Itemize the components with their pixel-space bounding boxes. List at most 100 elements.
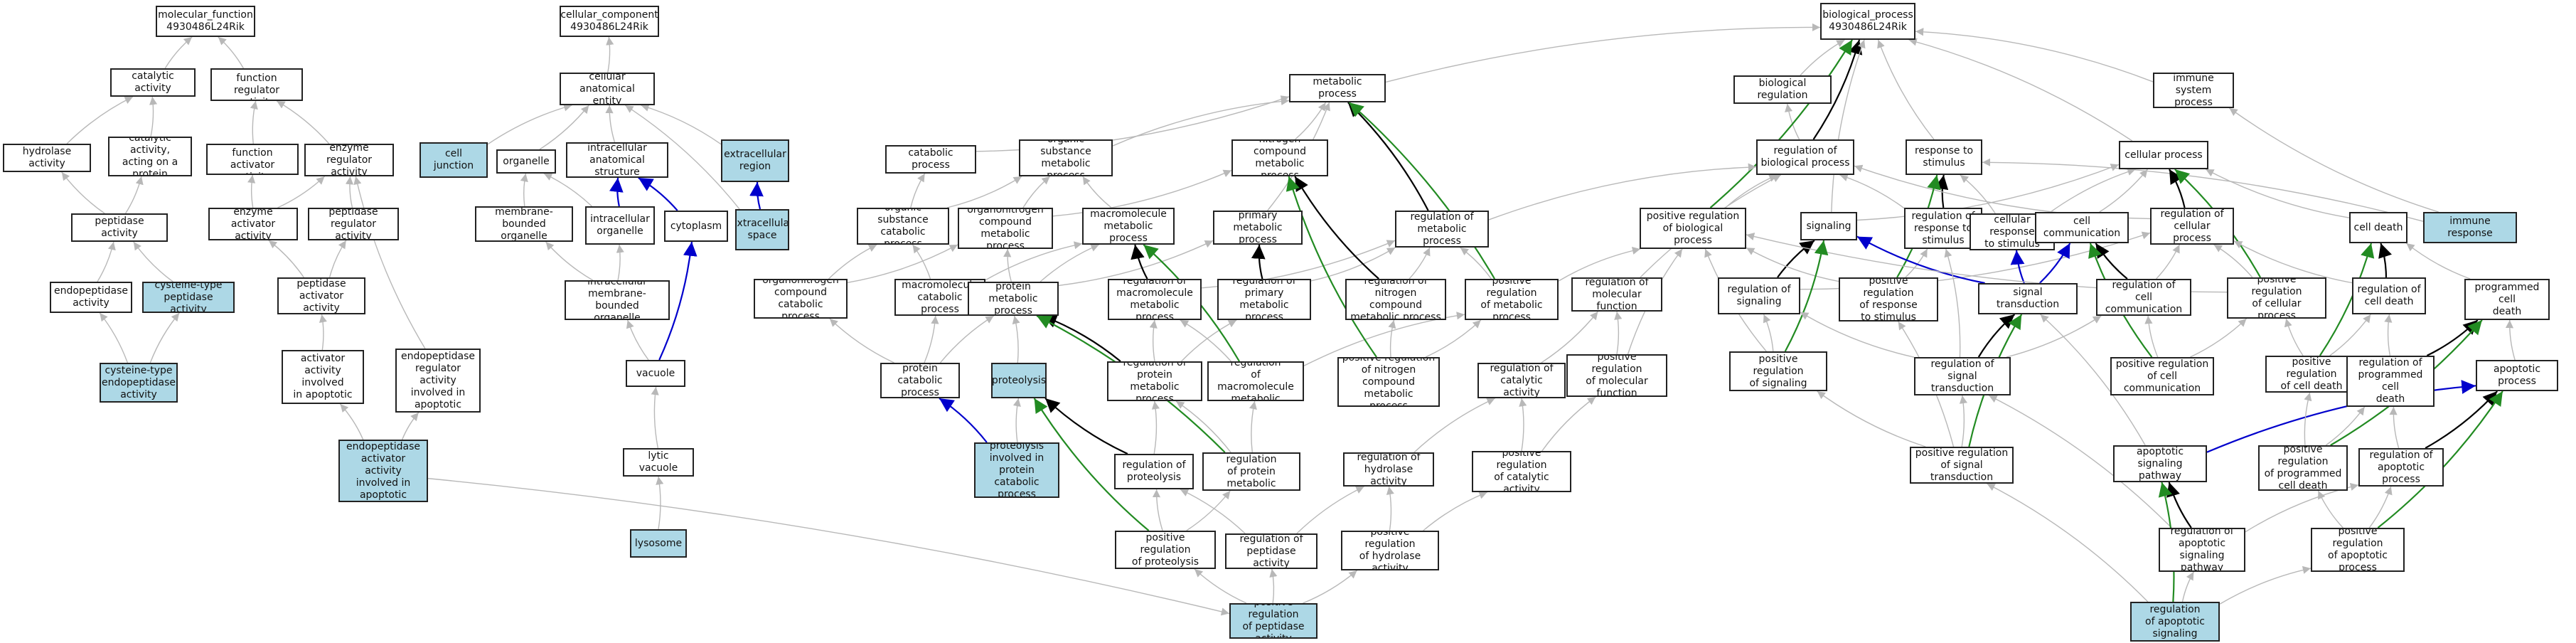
edge-mfact-mfreg bbox=[250, 100, 258, 144]
edge-hyd-cat bbox=[66, 96, 134, 144]
node-cp: cellular process bbox=[2119, 141, 2208, 169]
node-exs: extracellular space bbox=[735, 209, 789, 250]
edge-regcatact-regmf bbox=[1541, 311, 1598, 363]
edge-imbo-mbo bbox=[545, 241, 594, 281]
edge-vac-cyto bbox=[658, 241, 698, 361]
edge-regcp-cp bbox=[2169, 169, 2186, 208]
edge-posregncmp-regncmp bbox=[1388, 319, 1396, 358]
edge-regpcd-pcd bbox=[2426, 319, 2479, 356]
node-st: signal transduction bbox=[1978, 283, 2078, 314]
edge-regncmp-regmp bbox=[1409, 247, 1431, 280]
edge-posregap-regap bbox=[2368, 486, 2393, 528]
edge-cysendoreg-enzreg bbox=[353, 176, 426, 349]
edge-posregprot-regprot bbox=[1152, 489, 1163, 531]
node-pcd: programmed cell death bbox=[2464, 279, 2550, 320]
edge-onccp-oscp bbox=[828, 244, 877, 280]
node-regpmp: regulation of primary metabolic process bbox=[1217, 279, 1311, 320]
node-isp: immune system process bbox=[2153, 73, 2234, 108]
node-regcc: regulation of cell communication bbox=[2096, 279, 2191, 316]
edge-lys-lvac bbox=[656, 476, 664, 530]
edge-posregncmp-ncmp bbox=[1286, 176, 1377, 358]
edge-asp-ap bbox=[2206, 380, 2476, 453]
edge-posregpcd-regpcd bbox=[2325, 406, 2366, 446]
node-pepact: peptidase activator activity bbox=[277, 277, 365, 314]
node-vac: vacuole bbox=[626, 360, 685, 387]
edge-crts-cp bbox=[2048, 168, 2136, 214]
node-mf: molecular_function 4930486L24Rik bbox=[156, 6, 255, 37]
edge-protcat-onccp bbox=[829, 318, 894, 363]
edge-posregcd-posregcp bbox=[2284, 318, 2304, 356]
edge-ias-cae bbox=[605, 105, 616, 143]
edge-regprot-regprotmp bbox=[1151, 400, 1160, 455]
edge-posregasp-posregst bbox=[1987, 483, 2149, 602]
node-asp: apoptotic signaling pathway bbox=[2113, 445, 2207, 482]
edge-regasp-regap bbox=[2245, 483, 2359, 533]
node-sig: signaling bbox=[1800, 212, 1857, 240]
edge-cat-mf bbox=[164, 36, 193, 69]
edge-org-cae bbox=[539, 105, 589, 150]
node-cat: catalytic activity bbox=[110, 68, 196, 97]
edge-maccp-macmp bbox=[985, 241, 1083, 281]
node-rts: response to stimulus bbox=[1906, 139, 1982, 175]
edge-regncmp-ncmp bbox=[1294, 176, 1379, 280]
edge-regrts-rts bbox=[1934, 174, 1949, 208]
edge-regasp-regst bbox=[1988, 395, 2172, 528]
node-cyto: cytoplasm bbox=[664, 211, 728, 242]
edge-pep-catprot bbox=[125, 176, 144, 214]
edge-posregprotmp-regprotmp bbox=[1175, 400, 1231, 453]
node-catp: catabolic process bbox=[885, 145, 976, 174]
edge-cj-cae bbox=[487, 103, 572, 145]
node-regap: regulation of apoptotic process bbox=[2358, 448, 2444, 487]
node-enzact: enzyme activator activity bbox=[208, 208, 298, 240]
node-regpcd: regulation of programmed cell death bbox=[2346, 356, 2435, 407]
node-ncmp: nitrogen compound metabolic process bbox=[1231, 139, 1328, 176]
edge-posregap-ap bbox=[2377, 390, 2503, 528]
edge-osmp-mp bbox=[1112, 97, 1290, 147]
edge-regst-regrts bbox=[1944, 248, 1961, 358]
node-regasp: regulation of apoptotic signaling pathwa… bbox=[2159, 528, 2245, 572]
node-lys: lysosome bbox=[630, 529, 687, 558]
edge-pepreg-enzreg bbox=[345, 176, 354, 208]
node-posregsig: positive regulation of signaling bbox=[1729, 351, 1827, 391]
edge-regpmp-pmp bbox=[1251, 244, 1266, 280]
node-posregmf: positive regulation of molecular functio… bbox=[1566, 354, 1667, 397]
edge-oscp-catp bbox=[910, 173, 926, 208]
node-posregncmp: positive regulation of nitrogen compound… bbox=[1337, 357, 1440, 407]
edge-posregcd-cd bbox=[2319, 243, 2375, 356]
edge-posregmp-mp bbox=[1348, 102, 1496, 280]
edge-cyspep-pep bbox=[133, 241, 173, 282]
node-regcatact: regulation of catalytic activity bbox=[1477, 363, 1566, 398]
edge-isp-bp bbox=[1915, 28, 2154, 83]
node-pepreg: peptidase regulator activity bbox=[308, 208, 399, 240]
edge-posregcc-regcc bbox=[2144, 315, 2159, 358]
edge-regasp-asp bbox=[2166, 482, 2192, 528]
node-reghydact: regulation of hydrolase activity bbox=[1343, 452, 1434, 487]
node-regprotmp: regulation of protein metabolic process bbox=[1107, 361, 1202, 401]
edge-posregmp-regmp bbox=[1460, 247, 1492, 280]
node-regrts: regulation of response to stimulus bbox=[1904, 208, 1982, 249]
edge-oncmp-osmp bbox=[1022, 176, 1051, 208]
node-posregcp: positive regulation of cellular process bbox=[2227, 277, 2326, 319]
edge-protinv-prot bbox=[1012, 398, 1021, 443]
node-cyspep: cysteine-type peptidase activity bbox=[142, 282, 235, 313]
node-breg: biological regulation bbox=[1733, 75, 1832, 104]
node-hyd: hydrolase activity bbox=[3, 144, 91, 172]
edge-cc2-cp bbox=[2099, 169, 2148, 213]
node-posregrts: positive regulation of response to stimu… bbox=[1839, 277, 1938, 322]
edge-regpepact-reghydact bbox=[1296, 486, 1364, 534]
edge-pcd-cd bbox=[2405, 243, 2471, 280]
node-regbp: regulation of biological process bbox=[1756, 139, 1854, 175]
edge-cp-bp bbox=[1908, 38, 2133, 142]
edge-regap-regpcd bbox=[2389, 406, 2400, 449]
node-endo: endopeptidase activity bbox=[50, 282, 132, 313]
edge-rts-bp bbox=[1877, 39, 1935, 140]
edge-regpcd-regcd bbox=[2384, 314, 2393, 356]
edge-regst-regsig bbox=[1800, 312, 1915, 358]
edge-posregmacmp-regmacmp bbox=[1180, 319, 1231, 362]
node-cc: cellular_component 4930486L24Rik bbox=[560, 6, 659, 37]
edge-cd-cp bbox=[2205, 169, 2350, 218]
node-io: intracellular organelle bbox=[585, 206, 655, 245]
edge-cysendoact-pepactapo bbox=[339, 403, 364, 440]
edge-pepact-enzact bbox=[268, 240, 304, 278]
